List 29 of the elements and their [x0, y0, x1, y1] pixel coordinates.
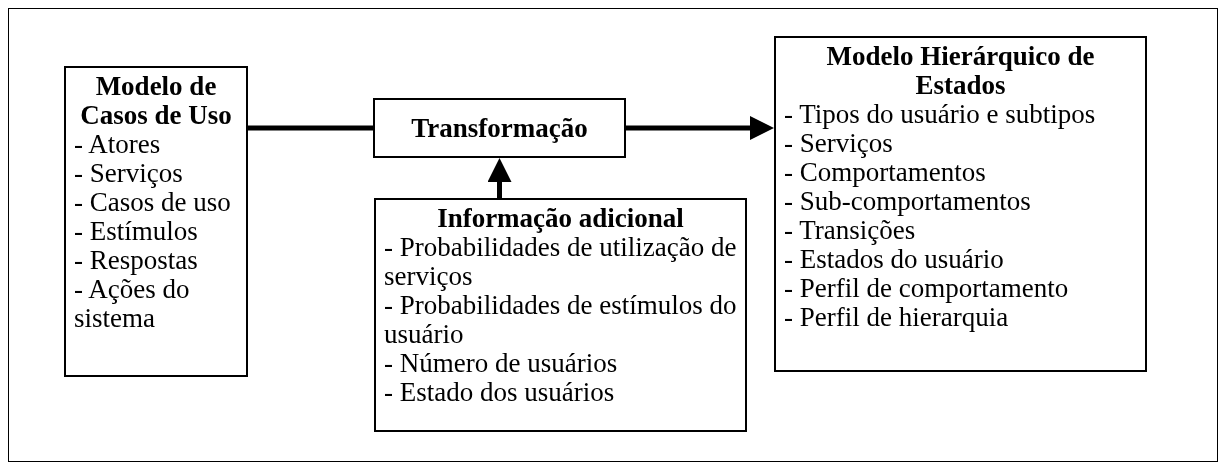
text-box	[774, 36, 1147, 372]
list-item: - Comportamentos	[784, 158, 987, 187]
list-item: - Serviços	[74, 159, 184, 188]
list-item: - Serviços	[784, 129, 894, 158]
list-item: - Casos de uso	[74, 188, 232, 217]
text-box	[64, 66, 248, 377]
list-item: - Probabilidades de utilização de serviços	[384, 233, 737, 291]
box-heading: Transformação	[411, 113, 588, 143]
box-heading: Informação adicional	[436, 204, 685, 233]
box-heading: Modelo de Casos de Uso	[79, 72, 233, 130]
list-item: - Ações do sistema	[74, 275, 190, 333]
list-item: - Número de usuários	[384, 349, 619, 378]
arrow	[626, 116, 774, 140]
list-item: - Respostas	[74, 246, 199, 275]
arrow	[487, 158, 512, 198]
text-box	[373, 98, 626, 158]
list-item: - Sub-comportamentos	[784, 187, 1032, 216]
list-item: - Perfil de comportamento	[784, 274, 1070, 303]
connector-line	[248, 125, 373, 131]
box-heading: Modelo Hierárquico de Estados	[825, 42, 1096, 100]
list-item: - Perfil de hierarquia	[784, 303, 1009, 332]
list-item: - Atores	[74, 130, 162, 159]
list-item: - Probabilidades de estímulos do usuário	[384, 291, 737, 349]
list-item: - Estímulos	[74, 217, 199, 246]
list-item: - Tipos do usuário e subtipos	[784, 100, 1097, 129]
text-box	[374, 198, 747, 432]
list-item: - Transições	[784, 216, 916, 245]
list-item: - Estados do usuário	[784, 245, 1005, 274]
list-item: - Estado dos usuários	[384, 378, 616, 407]
